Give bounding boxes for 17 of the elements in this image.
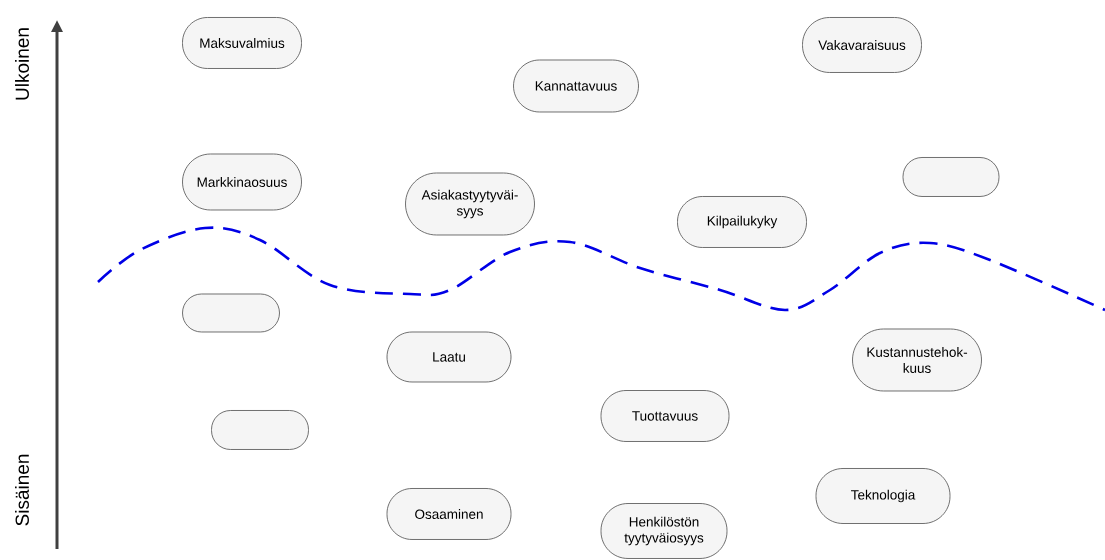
rounded-box bbox=[902, 157, 1000, 197]
rounded-box: Laatu bbox=[386, 331, 512, 383]
rounded-box: Vakavaraisuus bbox=[802, 17, 922, 73]
rounded-box: Asiakastyytyväi- syys bbox=[405, 172, 535, 236]
rounded-box: Tuottavuus bbox=[600, 390, 730, 442]
rounded-box: Kannattavuus bbox=[513, 59, 639, 113]
axis-label: Ulkoinen bbox=[15, 28, 29, 100]
rounded-box: Henkilöstön tyytyväiosyys bbox=[600, 503, 728, 559]
rounded-box: Maksuvalmius bbox=[182, 17, 302, 69]
rounded-box: Teknologia bbox=[815, 468, 951, 524]
rounded-box: Kilpailukyky bbox=[677, 196, 807, 248]
rounded-box: Kustannustehok- kuus bbox=[852, 328, 982, 392]
rounded-box bbox=[182, 293, 280, 333]
rounded-box bbox=[211, 410, 309, 450]
rounded-box: Markkinaosuus bbox=[182, 153, 302, 211]
rounded-box: Osaaminen bbox=[386, 488, 512, 540]
axis-label: Sisäinen bbox=[15, 454, 29, 526]
